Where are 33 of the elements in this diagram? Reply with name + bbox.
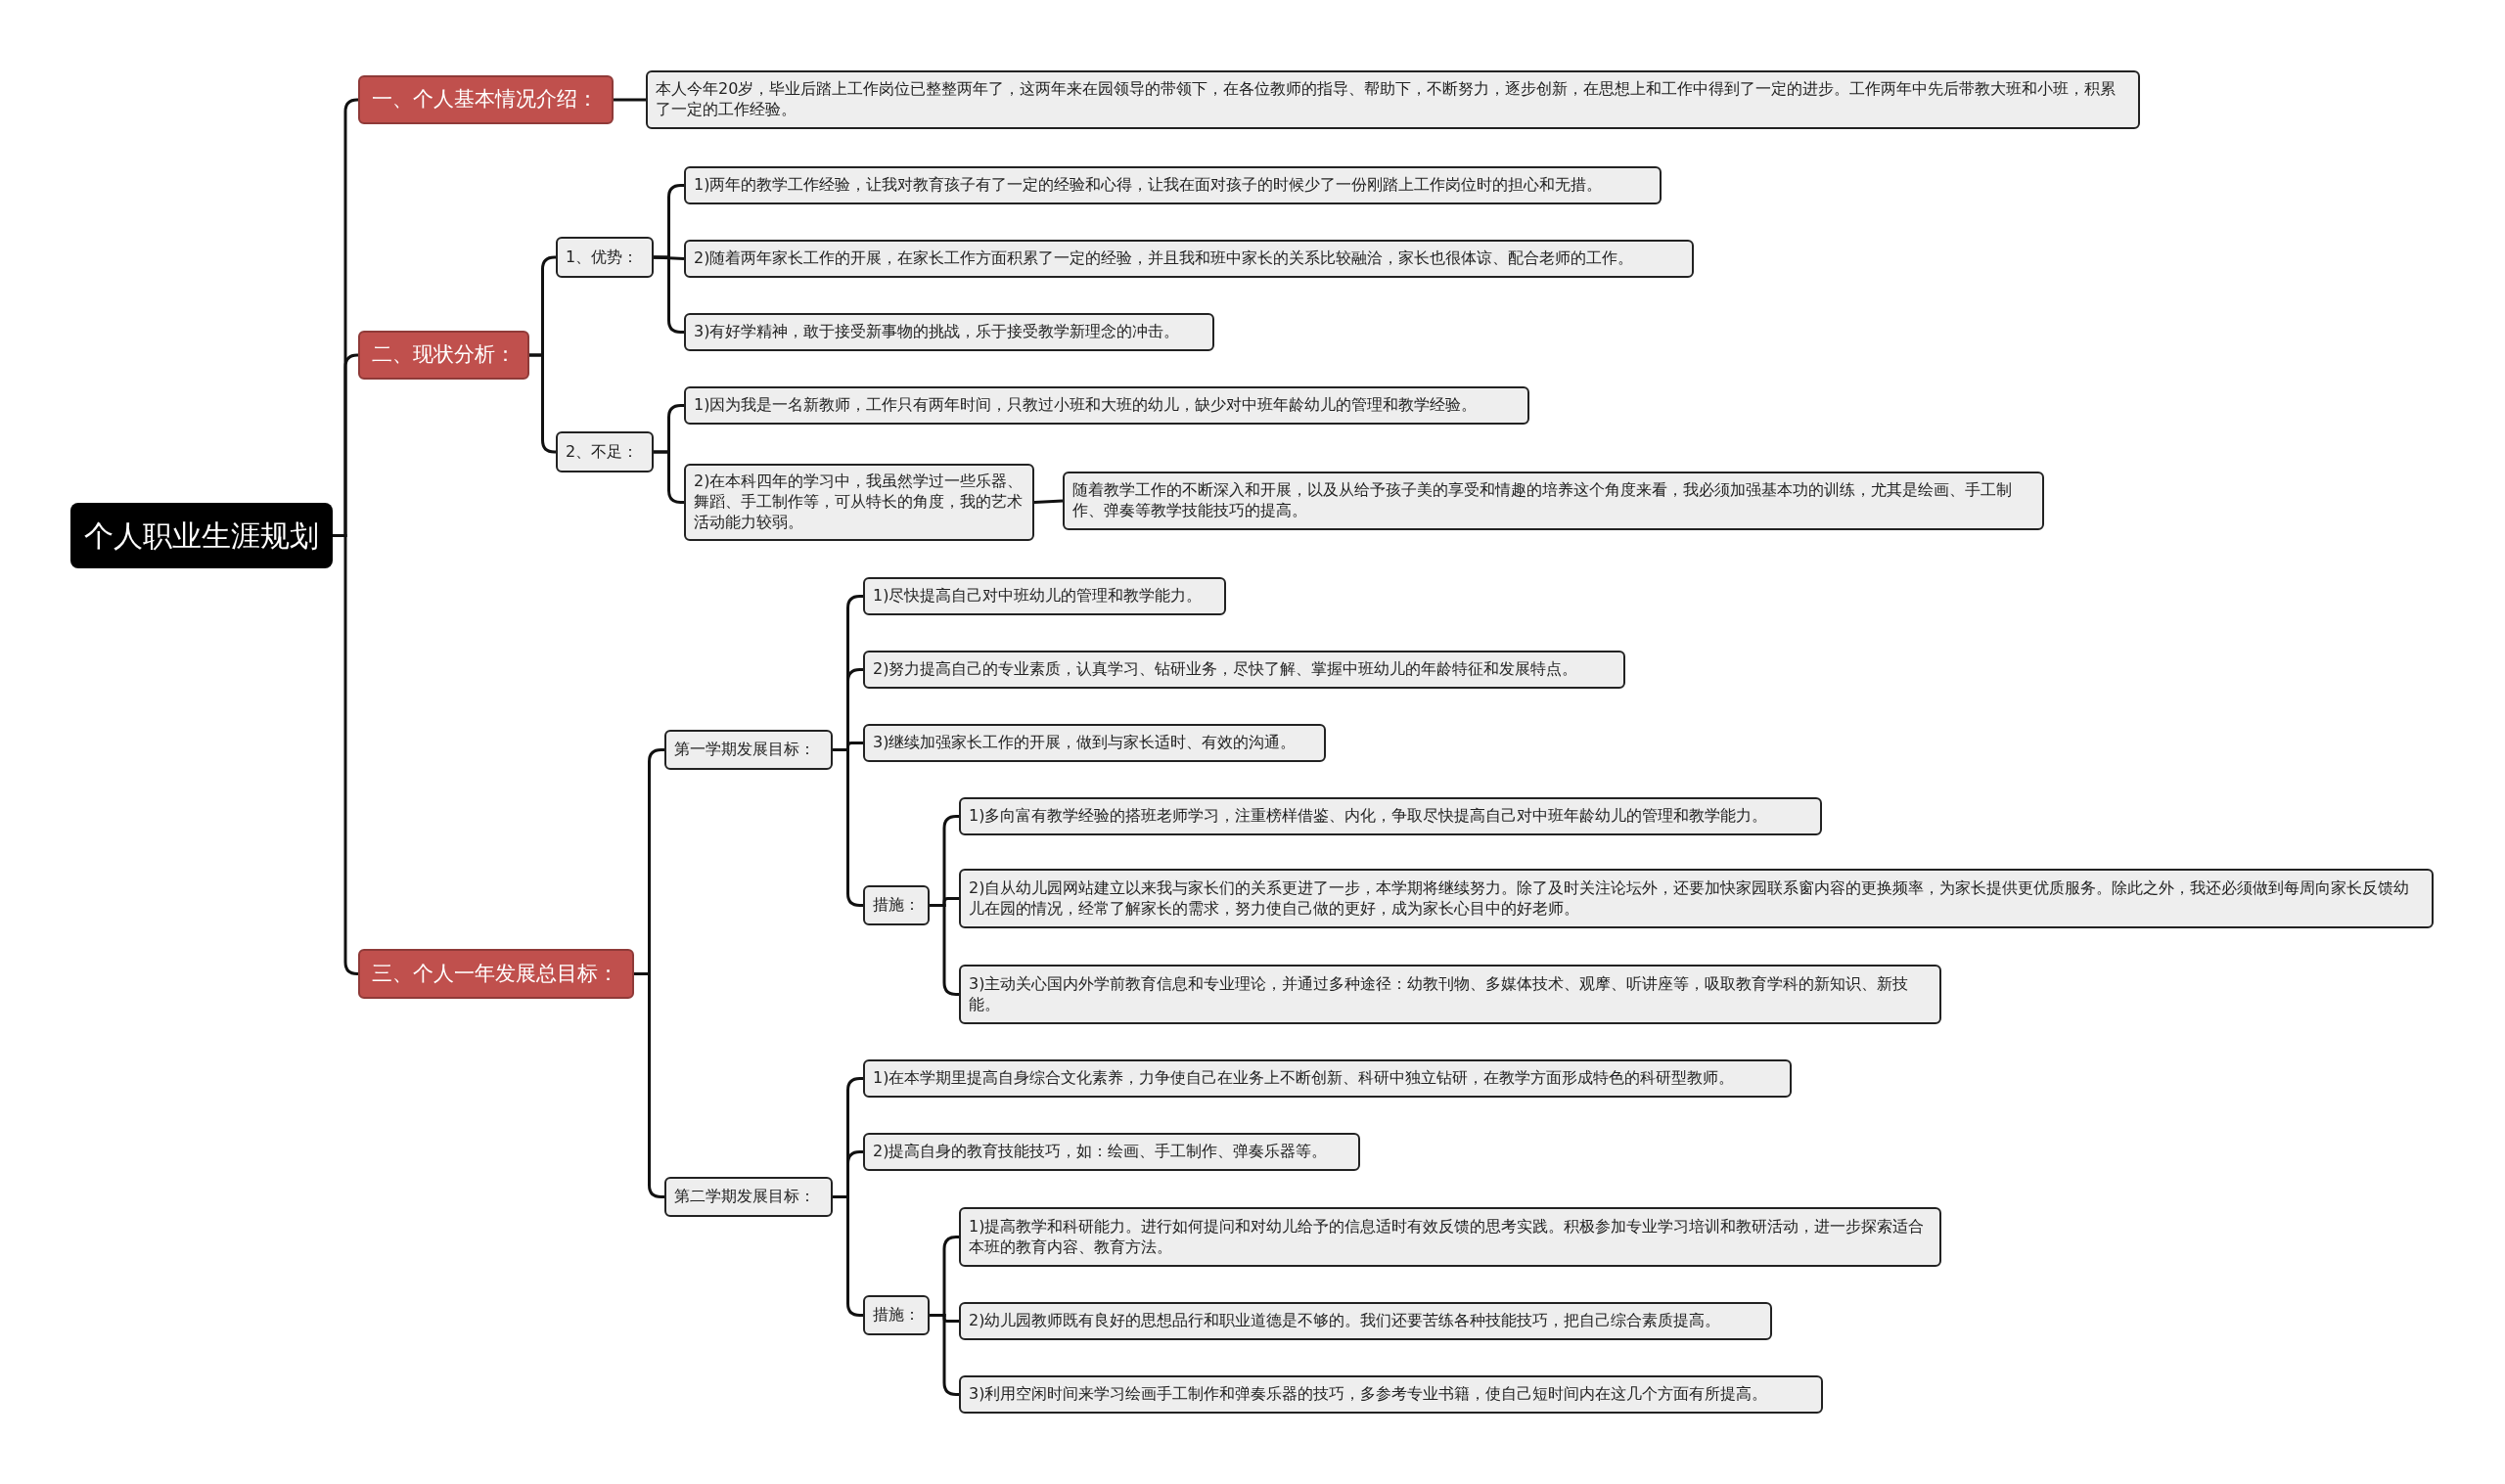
subtopic-box: 3)继续加强家长工作的开展，做到与家长适时、有效的沟通。 bbox=[863, 724, 1326, 762]
main-topic-box: 二、现状分析： bbox=[358, 331, 529, 380]
subtopic-box: 1)提高教学和科研能力。进行如何提问和对幼儿给予的信息适时有效反馈的思考实践。积极参加专业学习培训和教研活动，进一步探索适合本班的教育内容、教育方法。 bbox=[959, 1207, 1941, 1267]
main-topic-box: 一、个人基本情况介绍： bbox=[358, 75, 614, 124]
subtopic-box: 3)利用空闲时间来学习绘画手工制作和弹奏乐器的技巧，多参考专业书籍，使自己短时间内在这几个方面有所提高。 bbox=[959, 1375, 1823, 1414]
connector-line bbox=[614, 98, 646, 102]
subtopic-box: 1、优势： bbox=[556, 237, 654, 278]
subtopic-box: 2)随着两年家长工作的开展，在家长工作方面积累了一定的经验，并且我和班中家长的关系比较融洽，家长也很体谅、配合老师的工作。 bbox=[684, 240, 1694, 278]
subtopic-box: 2)在本科四年的学习中，我虽然学过一些乐器、舞蹈、手工制作等，可从特长的角度，我的艺术活动能力较弱。 bbox=[684, 464, 1034, 541]
connector-line bbox=[333, 534, 359, 975]
subtopic-box: 1)两年的教学工作经验，让我对教育孩子有了一定的经验和心得，让我在面对孩子的时候少了一份刚踏上工作岗位时的担心和无措。 bbox=[684, 166, 1662, 204]
subtopic-box: 本人今年20岁，毕业后踏上工作岗位已整整两年了，这两年来在园领导的带领下，在各位教师的指导、帮助下，不断努力，逐步创新，在思想上和工作中得到了一定的进步。工作两年中先后带教大班和小班，积累了一定的工作经验。 bbox=[646, 70, 2140, 129]
subtopic-box: 第二学期发展目标： bbox=[664, 1177, 833, 1217]
main-topic-box: 三、个人一年发展总目标： bbox=[358, 949, 634, 999]
subtopic-box: 2)提高自身的教育技能技巧，如：绘画、手工制作、弹奏乐器等。 bbox=[863, 1133, 1360, 1171]
root-topic-box: 个人职业生涯规划 bbox=[70, 503, 333, 568]
subtopic-box: 1)因为我是一名新教师，工作只有两年时间，只教过小班和大班的幼儿，缺少对中班年龄幼儿的管理和教学经验。 bbox=[684, 386, 1529, 425]
subtopic-box: 2)自从幼儿园网站建立以来我与家长们的关系更进了一步，本学期将继续努力。除了及时关注论坛外，还要加快家园联系窗内容的更换频率，为家长提供更优质服务。除此之外，我还必须做到每周向家长反馈幼儿在园的情况，经常了解家长的需求，努力使自己做的更好，成为家长心目中的好老师。 bbox=[959, 869, 2434, 928]
subtopic-box: 措施： bbox=[863, 885, 930, 925]
subtopic-box: 1)多向富有教学经验的搭班老师学习，注重榜样借鉴、内化，争取尽快提高自己对中班年龄幼儿的管理和教学能力。 bbox=[959, 797, 1822, 835]
subtopic-box: 第一学期发展目标： bbox=[664, 730, 833, 770]
subtopic-box: 随着教学工作的不断深入和开展，以及从给予孩子美的享受和情趣的培养这个角度来看，我必须加强基本功的训练，尤其是绘画、手工制作、弹奏等教学技能技巧的提高。 bbox=[1063, 472, 2044, 530]
subtopic-box: 措施： bbox=[863, 1295, 930, 1335]
connector-line bbox=[654, 450, 684, 504]
subtopic-box: 2)努力提高自己的专业素质，认真学习、钻研业务，尽快了解、掌握中班幼儿的年龄特征和发展特点。 bbox=[863, 651, 1625, 689]
connector-line bbox=[1033, 499, 1064, 504]
subtopic-box: 3)有好学精神，敢于接受新事物的挑战，乐于接受教学新理念的冲击。 bbox=[684, 313, 1214, 351]
subtopic-box: 1)尽快提高自己对中班幼儿的管理和教学能力。 bbox=[863, 577, 1226, 615]
subtopic-box: 2、不足： bbox=[556, 431, 654, 472]
subtopic-box: 3)主动关心国内外学前教育信息和专业理论，并通过多种途径：幼教刊物、多媒体技术、观摩、听讲座等，吸取教育学科的新知识、新技能。 bbox=[959, 965, 1941, 1024]
subtopic-box: 1)在本学期里提高自身综合文化素养，力争使自己在业务上不断创新、科研中独立钻研，在教学方面形成特色的科研型教师。 bbox=[863, 1059, 1792, 1098]
subtopic-box: 2)幼儿园教师既有良好的思想品行和职业道德是不够的。我们还要苦练各种技能技巧，把自己综合素质提高。 bbox=[959, 1302, 1772, 1340]
connector-line bbox=[529, 353, 557, 454]
